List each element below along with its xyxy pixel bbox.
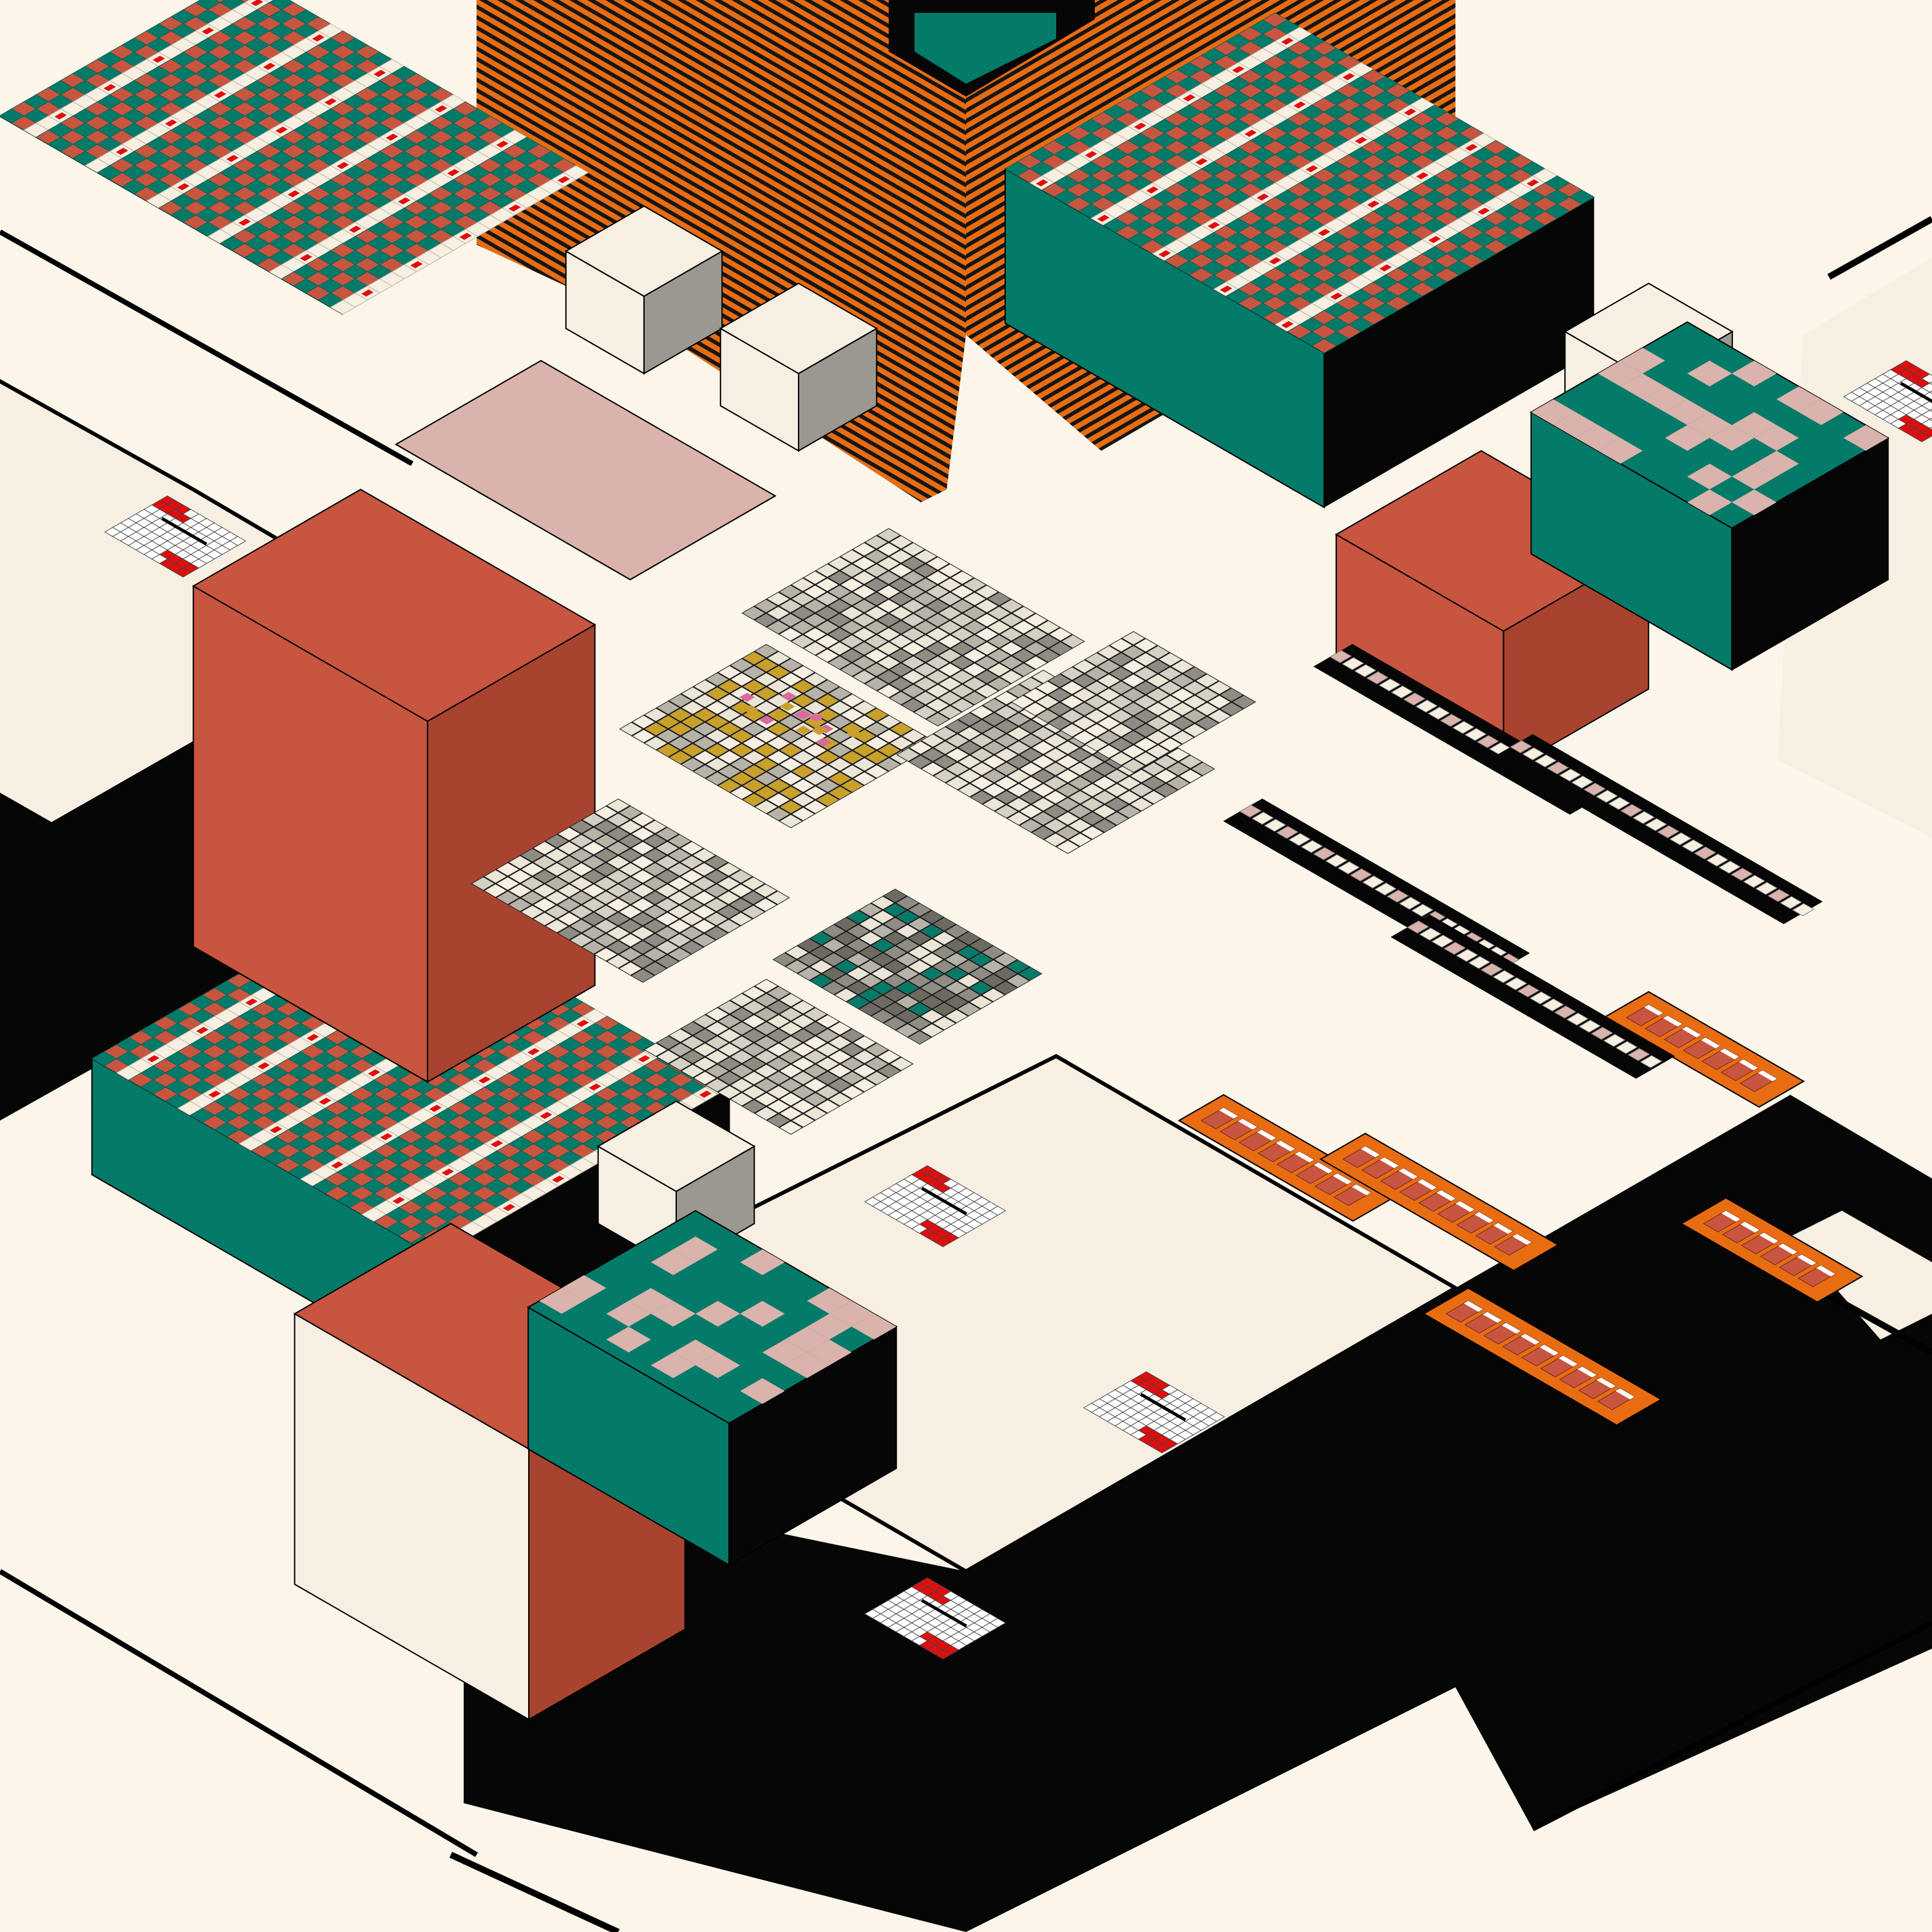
bottom-left-ground — [0, 1584, 451, 1932]
cluster-center-north — [741, 528, 1085, 726]
center-plaza-side-right — [966, 1288, 1455, 1932]
cream-box-top-2 — [719, 282, 878, 452]
cluster-right-edge — [1010, 631, 1256, 773]
bench-bar-4 — [1390, 914, 1675, 1079]
skylight-layer — [104, 360, 1932, 1660]
accent-pink-cubes — [739, 692, 862, 747]
stair-row-5 — [1680, 1197, 1864, 1303]
stair-layer — [1177, 644, 1864, 1426]
skylight-center-1 — [864, 1165, 1007, 1247]
window-grid-top-right — [1004, 12, 1595, 509]
cluster-center-south — [643, 979, 914, 1135]
stair-row-1 — [1177, 1094, 1399, 1222]
skylight-right-edge — [1843, 360, 1932, 442]
terrace-left-terracotta — [192, 488, 596, 1083]
skylight-left-plaza — [104, 495, 247, 578]
furniture-cluster-layer — [471, 528, 1256, 1135]
teal-right-patches — [1531, 348, 1888, 515]
stair-row-3 — [1422, 1287, 1663, 1426]
cream-box-top-1 — [564, 205, 724, 375]
skylight-center-2 — [1083, 1371, 1226, 1454]
bench-bar-3 — [1493, 734, 1823, 924]
window-grid-top-left — [0, 0, 589, 315]
stair-row-2 — [1319, 1132, 1560, 1272]
skylight-center-3 — [864, 1577, 1007, 1660]
stair-row-4 — [1602, 990, 1805, 1108]
teal-lower-patches — [539, 1236, 896, 1404]
right-lower-top — [1790, 1211, 1932, 1340]
cluster-center-west — [471, 799, 790, 983]
terrace-left-blush — [394, 359, 777, 581]
cluster-grey-teal — [772, 889, 1043, 1045]
building-block-layer — [192, 205, 1889, 1721]
